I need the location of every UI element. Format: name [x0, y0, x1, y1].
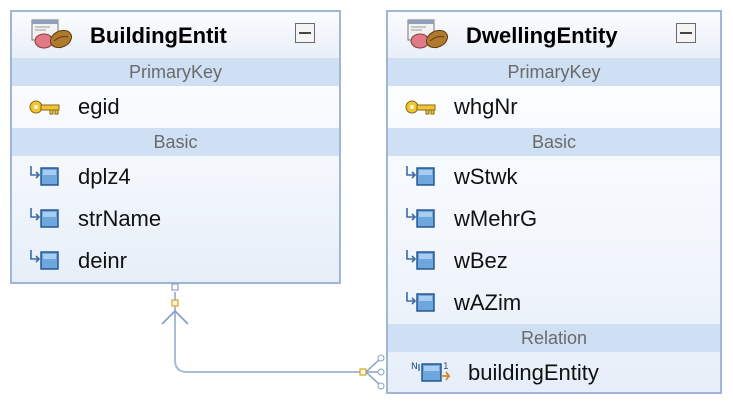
- field-row[interactable]: egid: [12, 86, 339, 128]
- relation-label: buildingEntity: [468, 360, 599, 385]
- section-header-relation: Relation: [388, 324, 720, 352]
- field-label: wAZim: [454, 290, 522, 315]
- entity-header[interactable]: DwellingEntity: [388, 12, 720, 58]
- relation-row[interactable]: buildingEntity: [388, 352, 720, 394]
- entity-title: BuildingEntit: [90, 23, 227, 48]
- field-label: dplz4: [78, 164, 131, 189]
- section-header-primarykey: PrimaryKey: [12, 58, 339, 86]
- collapse-button[interactable]: [295, 23, 315, 43]
- field-row[interactable]: wStwk: [388, 156, 720, 198]
- section-header-basic: Basic: [388, 128, 720, 156]
- field-label: wMehrG: [454, 206, 538, 231]
- connector-handle[interactable]: [171, 299, 179, 307]
- dwelling-entity-box[interactable]: DwellingEntity PrimaryKey whgNr Basic wS…: [386, 10, 722, 394]
- field-row[interactable]: wMehrG: [388, 198, 720, 240]
- field-row[interactable]: wBez: [388, 240, 720, 282]
- field-row[interactable]: whgNr: [388, 86, 720, 128]
- section-header-primarykey: PrimaryKey: [388, 58, 720, 86]
- field-label: wStwk: [454, 164, 518, 189]
- field-row[interactable]: strName: [12, 198, 339, 240]
- entity-header[interactable]: BuildingEntit: [12, 12, 339, 58]
- field-row[interactable]: wAZim: [388, 282, 720, 324]
- section-header-basic: Basic: [12, 128, 339, 156]
- field-row[interactable]: deinr: [12, 240, 339, 282]
- one-end-arrow-icon: [161, 309, 189, 325]
- building-entity-box[interactable]: BuildingEntit PrimaryKey egid Basic dplz…: [10, 10, 341, 284]
- field-label: wBez: [454, 248, 508, 273]
- field-row[interactable]: dplz4: [12, 156, 339, 198]
- connector-handle[interactable]: [171, 283, 179, 291]
- connector-handle[interactable]: [359, 368, 367, 376]
- entity-title: DwellingEntity: [466, 23, 618, 48]
- field-label: egid: [78, 94, 120, 119]
- field-label: strName: [78, 206, 162, 231]
- collapse-button[interactable]: [676, 23, 696, 43]
- field-label: whgNr: [454, 94, 518, 119]
- field-label: deinr: [78, 248, 127, 273]
